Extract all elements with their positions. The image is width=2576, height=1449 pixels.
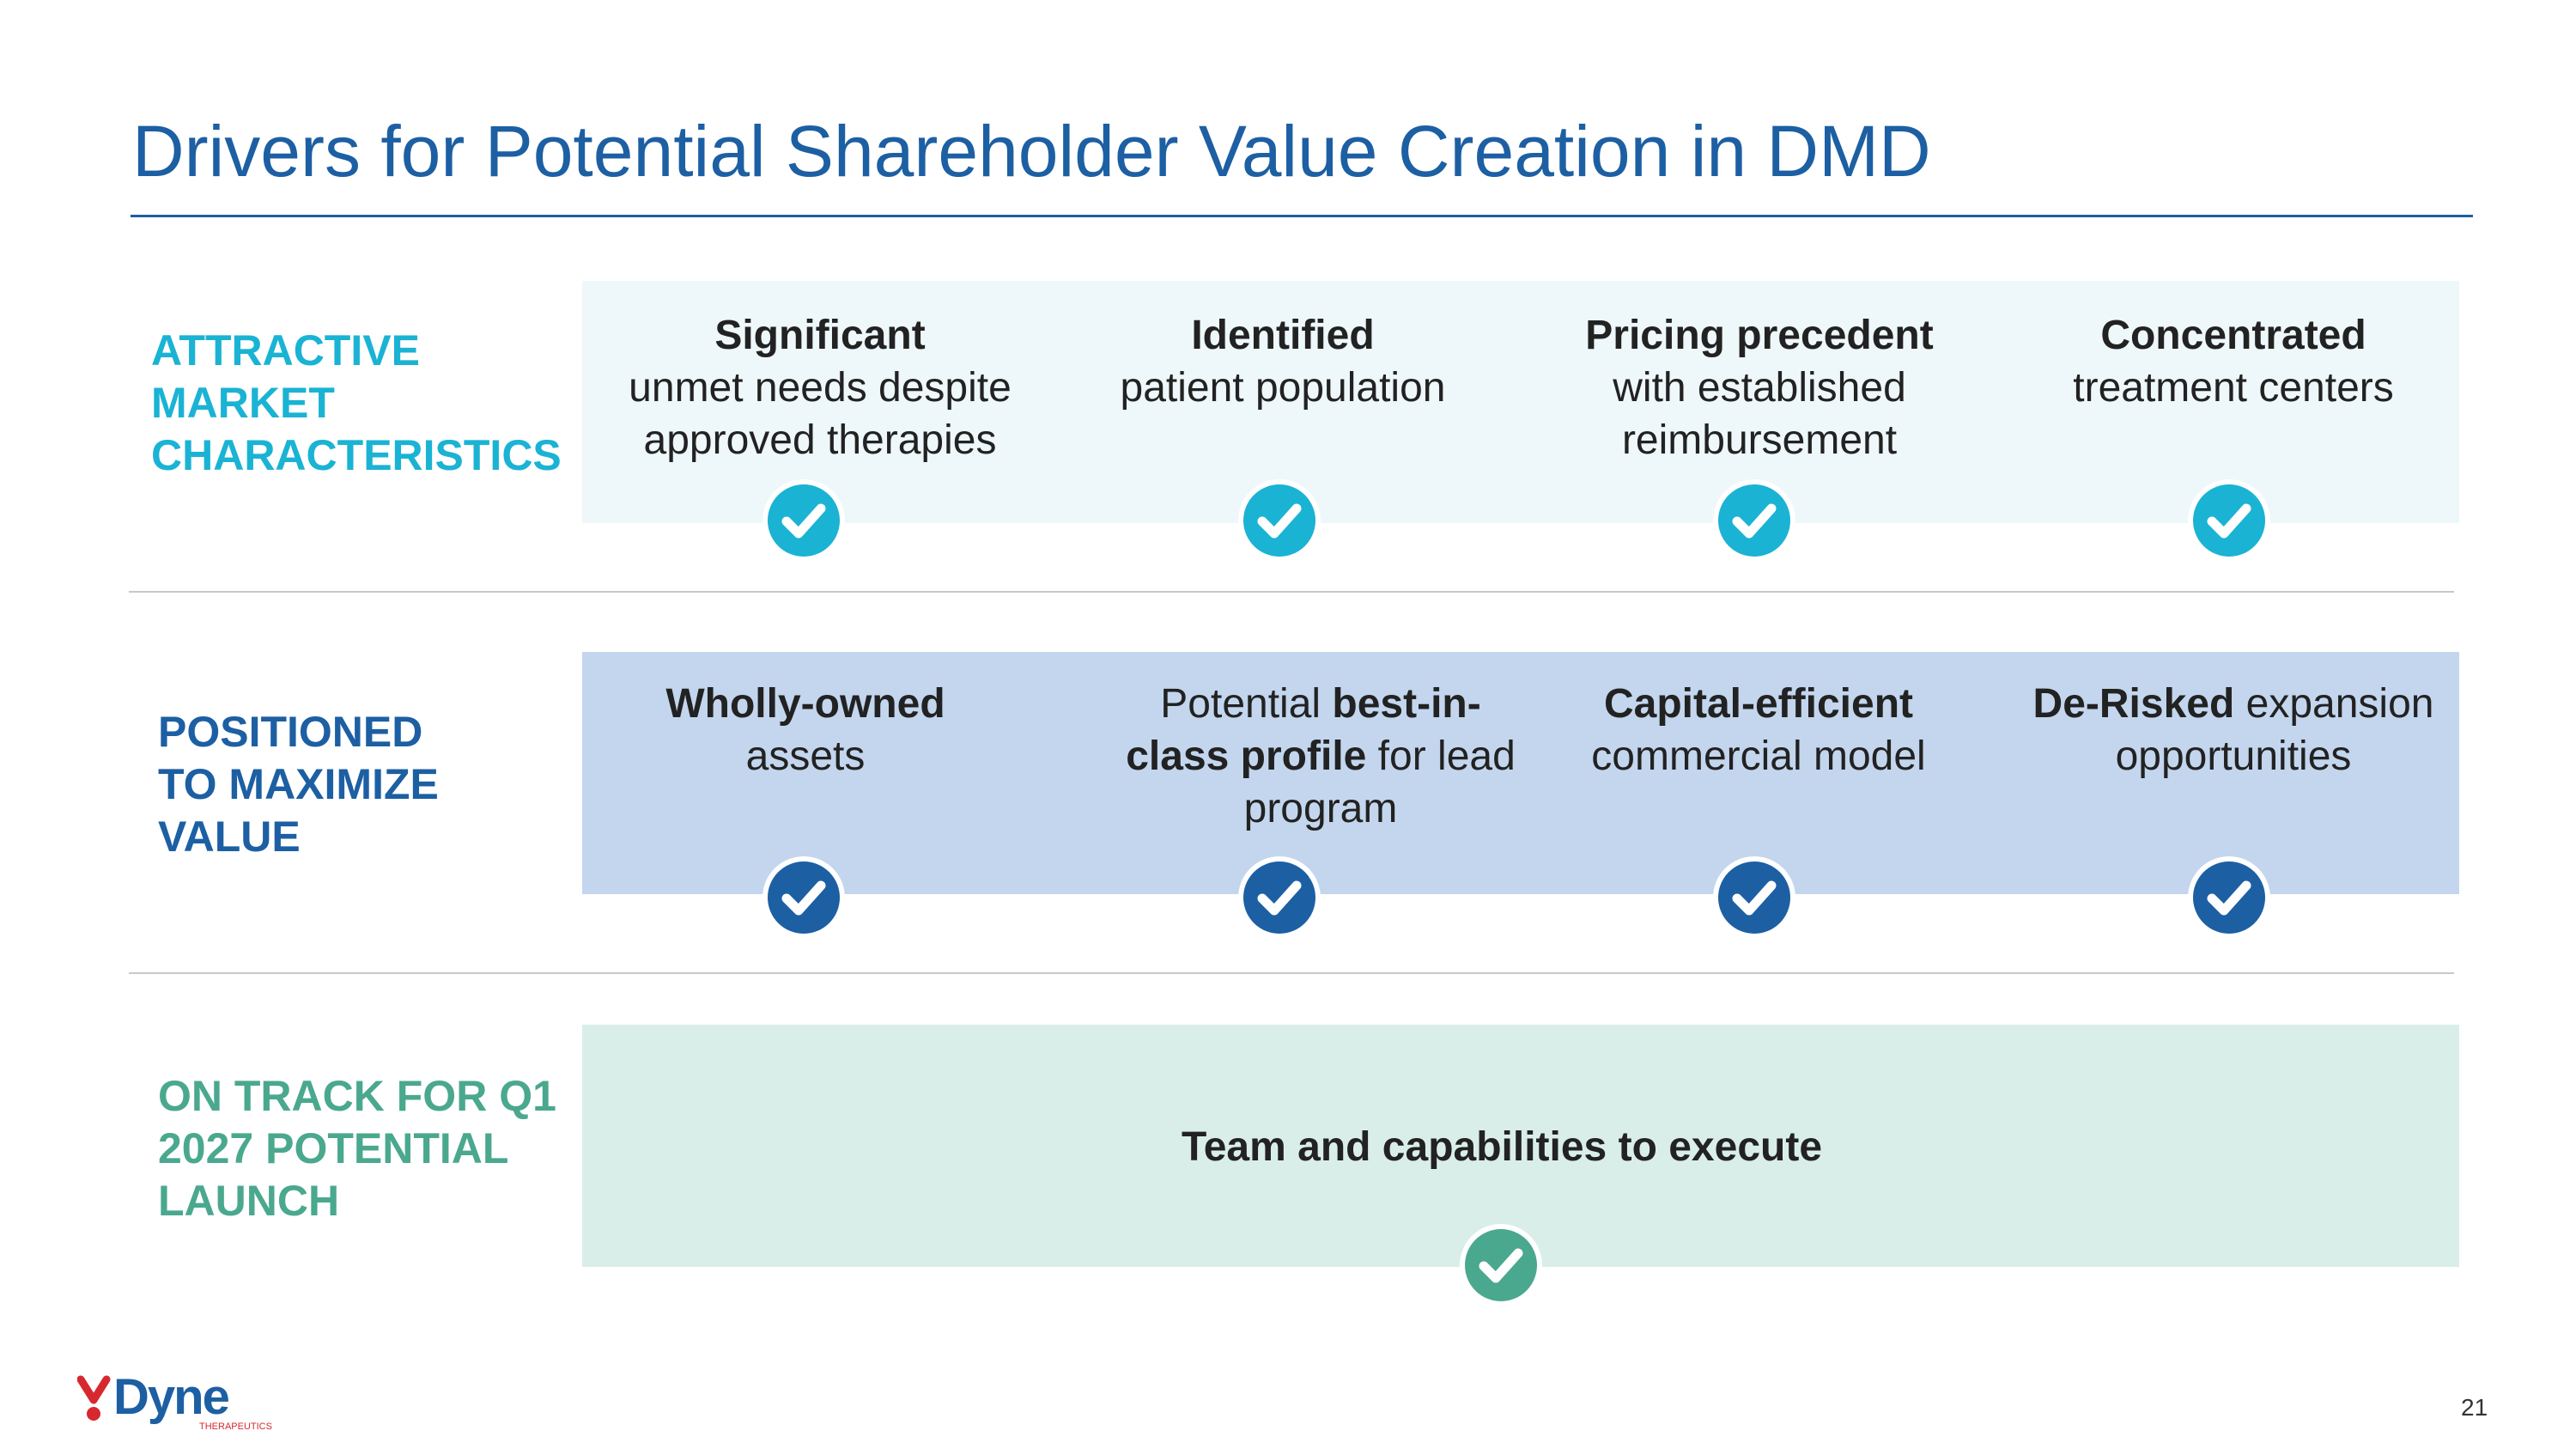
checkmark-circle-icon [1238,856,1321,939]
cell-line: commercial model [1531,730,1986,782]
page-number: 21 [2461,1394,2488,1421]
cell-line: opportunities [2006,730,2461,782]
bold-text: Wholly-owned [665,681,945,727]
cell-line: Pricing precedent [1532,309,1987,362]
cell-line: assets [578,730,1033,782]
text: unmet needs despite [629,365,1012,411]
cell-line: Team and capabilities to execute [1072,1121,1931,1173]
text: treatment centers [2073,365,2394,411]
cell-line: Significant [592,309,1048,362]
cell-line: Concentrated [2006,309,2461,362]
row-separator [129,972,2454,974]
checkmark-circle-icon [762,856,845,939]
text: program [1243,786,1398,831]
cell-r0-2: Pricing precedent with established reimbur… [1532,309,1987,466]
bold-text: Team and capabilities to execute [1181,1124,1823,1170]
cell-line: unmet needs despite [592,362,1048,414]
svg-text:Dyne: Dyne [113,1373,229,1425]
row-label-positioned: POSITIONED TO MAXIMIZE VALUE [158,706,439,863]
svg-text:THERAPEUTICS: THERAPEUTICS [199,1422,272,1432]
dyne-logo: Dyne THERAPEUTICS [76,1369,283,1436]
cell-line: Potential best-in- [1093,678,1548,730]
row-label-line: TO MAXIMIZE [158,760,439,808]
dyne-logo-mark: Dyne THERAPEUTICS [76,1369,272,1432]
cell-line: Wholly-owned [578,678,1033,730]
cell-r1-2: Capital-efficient commercial model [1531,678,1986,782]
bold-text: Concentrated [2100,313,2366,358]
cell-line: Identified [1055,309,1510,362]
text: assets [745,734,866,779]
row-label-line: POSITIONED [158,708,423,756]
cell-r2-0: Team and capabilities to execute [1072,1121,1931,1173]
checkmark-circle-icon [1713,479,1795,562]
row-label-market: ATTRACTIVE MARKET CHARACTERISTICS [151,325,562,482]
cell-line: De-Risked expansion [2006,678,2461,730]
cell-line: class profile for lead [1093,730,1548,782]
slide-title: Drivers for Potential Shareholder Value … [132,111,1931,192]
bold-text: Significant [714,313,926,358]
row-label-line: VALUE [158,813,301,861]
row-label-line: CHARACTERISTICS [151,431,562,479]
cell-r1-0: Wholly-owned assets [578,678,1033,782]
text: expansion [2234,681,2434,727]
cell-line: program [1093,782,1548,835]
row-label-line: LAUNCH [158,1177,340,1225]
cell-r0-1: Identified patient population [1055,309,1510,414]
text: patient population [1120,365,1446,411]
bold-text: Identified [1191,313,1375,358]
bold-text: Pricing precedent [1585,313,1934,358]
bold-text: class profile [1126,734,1367,779]
text: opportunities [2115,734,2352,779]
bold-text: De-Risked [2032,681,2235,727]
cell-r0-0: Significant unmet needs despite approved t… [592,309,1048,466]
row-label-launch: ON TRACK FOR Q1 2027 POTENTIAL LAUNCH [158,1070,556,1227]
cell-line: with established [1532,362,1987,414]
text: for lead [1366,734,1516,779]
checkmark-circle-icon [762,479,845,562]
text: commercial model [1591,734,1926,779]
row-label-line: MARKET [151,379,335,427]
text: Potential [1160,681,1333,727]
band-launch [582,1025,2459,1267]
band-positioned [582,652,2459,894]
title-underline [131,215,2473,217]
cell-line: reimbursement [1532,414,1987,466]
checkmark-circle-icon [1460,1224,1542,1306]
row-separator [129,591,2454,593]
row-label-line: ON TRACK FOR Q1 [158,1072,556,1120]
cell-line: approved therapies [592,414,1048,466]
checkmark-circle-icon [1713,856,1795,939]
text: approved therapies [643,417,997,463]
row-label-line: ATTRACTIVE [151,326,420,374]
cell-line: Capital-efficient [1531,678,1986,730]
text: reimbursement [1621,417,1898,463]
bold-text: Capital-efficient [1603,681,1914,727]
bold-text: best-in- [1332,681,1481,727]
cell-r1-1: Potential best-in-class profile for lead… [1093,678,1548,835]
cell-r0-3: Concentrated treatment centers [2006,309,2461,414]
text: with established [1613,365,1906,411]
checkmark-circle-icon [1238,479,1321,562]
row-label-line: 2027 POTENTIAL [158,1124,509,1172]
checkmark-circle-icon [2188,479,2270,562]
checkmark-circle-icon [2188,856,2270,939]
cell-line: treatment centers [2006,362,2461,414]
cell-line: patient population [1055,362,1510,414]
band-market [582,281,2459,523]
